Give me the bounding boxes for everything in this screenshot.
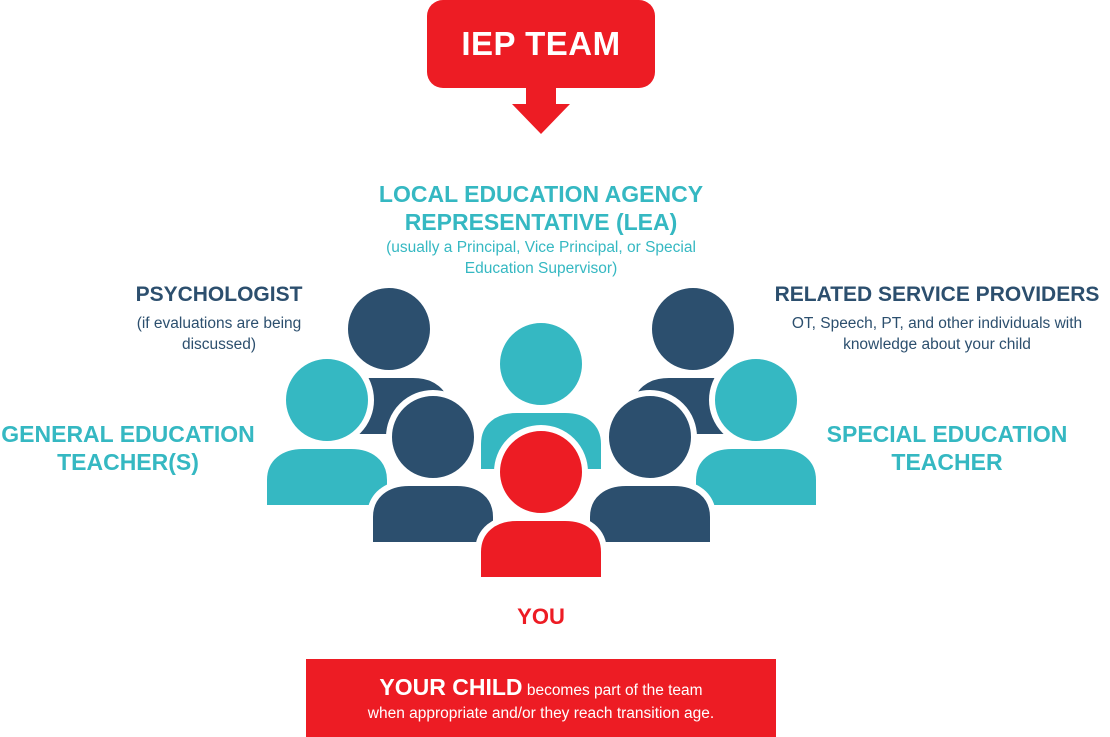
lea-label: LOCAL EDUCATION AGENCY REPRESENTATIVE (L…: [330, 180, 752, 280]
special-education-label: SPECIAL EDUCATION TEACHER: [818, 420, 1076, 476]
psychologist-sub-line1: (if evaluations are being: [136, 314, 302, 332]
lea-sub-line2: Education Supervisor): [464, 260, 618, 278]
down-arrow-icon: [512, 86, 570, 134]
footer-line1: YOUR CHILD becomes part of the team: [306, 673, 776, 703]
general-education-title-line2: TEACHER(S): [57, 449, 199, 476]
related-services-title: RELATED SERVICE PROVIDERS: [774, 283, 1100, 306]
related-services-sub-line1: OT, Speech, PT, and other individuals wi…: [791, 314, 1083, 332]
related-services-label: RELATED SERVICE PROVIDERS OT, Speech, PT…: [762, 282, 1110, 355]
lea-title-line2: REPRESENTATIVE (LEA): [404, 209, 678, 236]
general-education-title-line1: GENERAL EDUCATION: [1, 421, 255, 447]
footer-line1-rest: becomes part of the team: [522, 682, 703, 699]
lea-title-line1: LOCAL EDUCATION AGENCY: [378, 181, 704, 207]
footer-line2: when appropriate and/or they reach trans…: [367, 704, 715, 722]
special-education-title-line1: SPECIAL EDUCATION: [826, 421, 1068, 447]
iep-team-header: IEP TEAM: [427, 0, 655, 88]
general-education-label: GENERAL EDUCATION TEACHER(S): [0, 420, 256, 476]
you-title: YOU: [517, 604, 565, 629]
your-child-strong: YOUR CHILD: [379, 674, 523, 700]
header-title: IEP TEAM: [461, 25, 621, 62]
you-label: YOU: [441, 604, 641, 631]
your-child-note: YOUR CHILD becomes part of the team when…: [306, 659, 776, 737]
lea-sub-line1: (usually a Principal, Vice Principal, or…: [386, 239, 696, 257]
related-services-sub-line2: knowledge about your child: [843, 335, 1031, 353]
special-education-title-line2: TEACHER: [891, 449, 1003, 476]
psychologist-title: PSYCHOLOGIST: [135, 283, 303, 306]
psychologist-sub-line2: discussed): [181, 335, 257, 353]
psychologist-label: PSYCHOLOGIST (if evaluations are being d…: [98, 282, 340, 355]
